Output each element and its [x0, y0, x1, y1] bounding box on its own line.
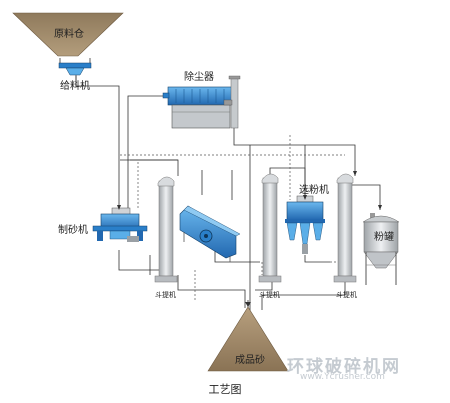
powder-tank-label: 粉罐	[374, 232, 394, 243]
elevator-middle-label: 斗提机	[259, 291, 280, 299]
dust-collector	[162, 75, 241, 129]
watermark-text: 环球破碎机网	[287, 357, 401, 377]
finished-sand-pile	[207, 300, 289, 372]
figure-caption: 工艺图	[208, 383, 242, 396]
powder-separator	[285, 195, 325, 254]
sand-maker	[92, 207, 148, 242]
dust-collector-label: 除尘器	[184, 72, 214, 83]
feeder-label: 给料机	[60, 81, 90, 92]
flow-arrows	[117, 171, 382, 210]
separator-label: 选粉机	[299, 185, 329, 196]
bucket-elevator-middle	[258, 173, 282, 283]
bucket-elevator-right	[333, 173, 357, 283]
raw-material-bin	[12, 12, 124, 57]
flow-lines	[75, 70, 381, 320]
elevator-left-label: 斗提机	[155, 291, 176, 299]
bucket-elevator-left	[154, 176, 178, 283]
elevator-right-label: 斗提机	[336, 291, 357, 299]
vibrating-screen	[179, 205, 241, 262]
finished-sand-label: 成品砂	[235, 355, 265, 366]
powder-tank	[362, 213, 400, 285]
raw-material-bin-label: 原料仓	[54, 29, 84, 40]
sand-maker-label: 制砂机	[58, 225, 88, 236]
feeder	[58, 58, 92, 76]
watermark-url: www.Ycrusher.com	[300, 372, 385, 382]
